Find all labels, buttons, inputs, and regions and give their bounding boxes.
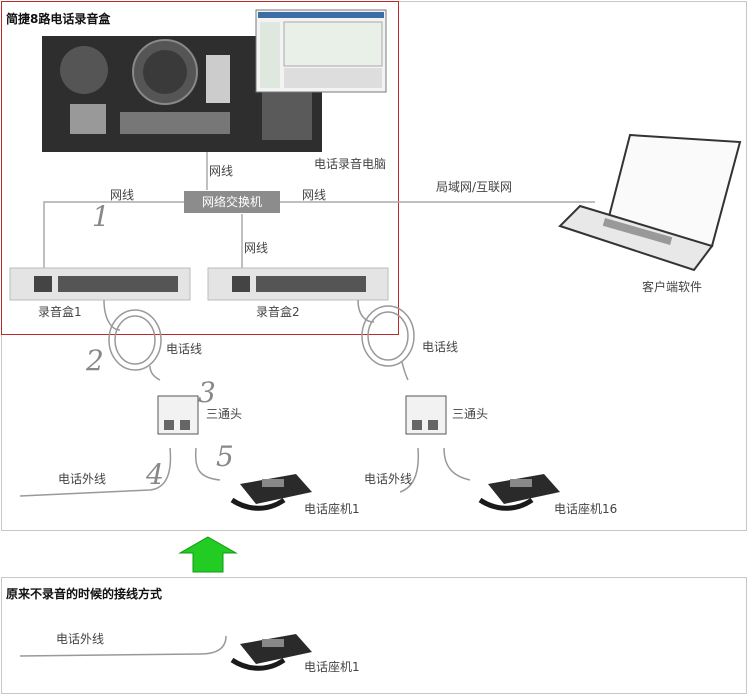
telephone-1-icon [230,474,312,511]
green-up-arrow-icon [178,536,238,573]
telephone-16-icon [478,474,560,511]
outside-line-orig-label: 电话外线 [56,632,105,646]
software-screenshot-icon [255,9,387,93]
outside-line-orig [19,635,227,657]
original-wiring-title: 原来不录音的时候的接线方式 [6,587,163,601]
phone-16-label: 电话座机16 [554,502,618,516]
net-cable-left-label: 网线 [110,188,135,202]
phone-cord-1 [194,447,221,481]
recording-pc-label: 电话录音电脑 [314,157,387,171]
switch-to-box1-cable [43,201,185,278]
phone-cable-coil-1 [103,299,162,381]
step-number-5: 5 [216,440,234,473]
step-number-3: 3 [198,376,216,409]
net-cable-mid-label: 网线 [244,241,269,255]
laptop-icon [558,133,742,272]
network-switch-label: 网络交换机 [184,191,280,213]
phone-orig-label: 电话座机1 [304,660,360,674]
outside-line-1 [19,447,172,497]
recording-box-1-icon [9,267,191,301]
lan-label: 局域网/互联网 [436,180,513,194]
tee-adapter-2 [405,395,447,435]
recording-box-1-label: 录音盒1 [38,305,82,319]
phone-cord-2 [443,447,471,481]
phone-cable-1-label: 电话线 [166,342,203,356]
recording-box-frame [1,1,399,335]
tee-2-label: 三通头 [452,407,489,421]
net-cable-top-label: 网线 [209,164,234,178]
outside-line-2 [399,447,420,493]
step-number-2: 2 [86,344,104,377]
phone-1-label: 电话座机1 [304,502,360,516]
outside-line-1-label: 电话外线 [58,472,107,486]
net-cable-right-label: 网线 [302,188,327,202]
client-software-label: 客户端软件 [642,280,703,294]
phone-cable-coil-2 [357,299,415,381]
recording-box-2-icon [207,267,389,301]
outside-line-2-label: 电话外线 [364,472,413,486]
recording-box-2-label: 录音盒2 [256,305,300,319]
phone-cable-2-label: 电话线 [422,340,459,354]
main-title: 简捷8路电话录音盒 [6,12,111,26]
tee-1-label: 三通头 [206,407,243,421]
step-number-4: 4 [146,458,164,491]
original-wiring-frame [1,577,747,694]
telephone-orig-icon [230,634,312,671]
tee-adapter-1 [157,395,199,435]
step-number-1: 1 [92,200,110,233]
